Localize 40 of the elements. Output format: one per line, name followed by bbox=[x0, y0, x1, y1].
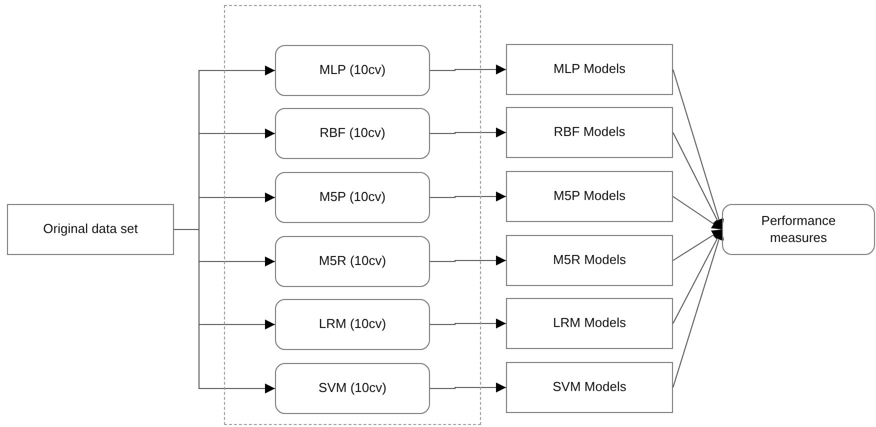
node-label: SVM Models bbox=[552, 379, 628, 396]
arrow bbox=[430, 128, 506, 138]
node-label: M5P (10cv) bbox=[318, 189, 387, 206]
arrow bbox=[672, 229, 724, 388]
process-rounded-box bbox=[275, 299, 430, 350]
arrow bbox=[672, 229, 722, 261]
arrow bbox=[672, 196, 722, 230]
arrow bbox=[430, 256, 506, 266]
process-rounded-box bbox=[275, 172, 430, 223]
process-rounded-box bbox=[275, 363, 430, 414]
process-rounded-box bbox=[722, 204, 875, 255]
node-label: LRM (10cv) bbox=[318, 316, 388, 333]
arrow bbox=[430, 382, 506, 392]
dashed-group-frame bbox=[224, 5, 481, 425]
node-label: RBF Models bbox=[552, 124, 626, 141]
arrow bbox=[672, 229, 722, 324]
process-box bbox=[506, 107, 673, 158]
node-label: M5P Models bbox=[552, 188, 626, 205]
process-rounded-box bbox=[275, 108, 430, 159]
node-label: MLP (10cv) bbox=[318, 62, 387, 79]
arrow bbox=[430, 64, 506, 74]
arrow bbox=[430, 318, 506, 328]
process-box bbox=[506, 235, 673, 286]
node-label: M5R (10cv) bbox=[318, 253, 388, 270]
process-rounded-box bbox=[275, 236, 430, 287]
arrow bbox=[430, 192, 506, 202]
process-box bbox=[506, 44, 673, 95]
node-label: RBF (10cv) bbox=[318, 125, 386, 142]
node-label: Original data set bbox=[42, 221, 139, 238]
node-label: Performance measures bbox=[760, 212, 837, 246]
process-box bbox=[7, 204, 174, 255]
node-label: LRM Models bbox=[552, 315, 627, 332]
node-label: M5R Models bbox=[552, 252, 627, 269]
node-label: MLP Models bbox=[552, 61, 626, 78]
process-box bbox=[506, 362, 673, 413]
node-label: SVM (10cv) bbox=[318, 380, 388, 397]
process-box bbox=[506, 298, 673, 349]
arrow bbox=[174, 229, 276, 394]
process-rounded-box bbox=[275, 45, 430, 96]
process-box bbox=[506, 171, 673, 222]
